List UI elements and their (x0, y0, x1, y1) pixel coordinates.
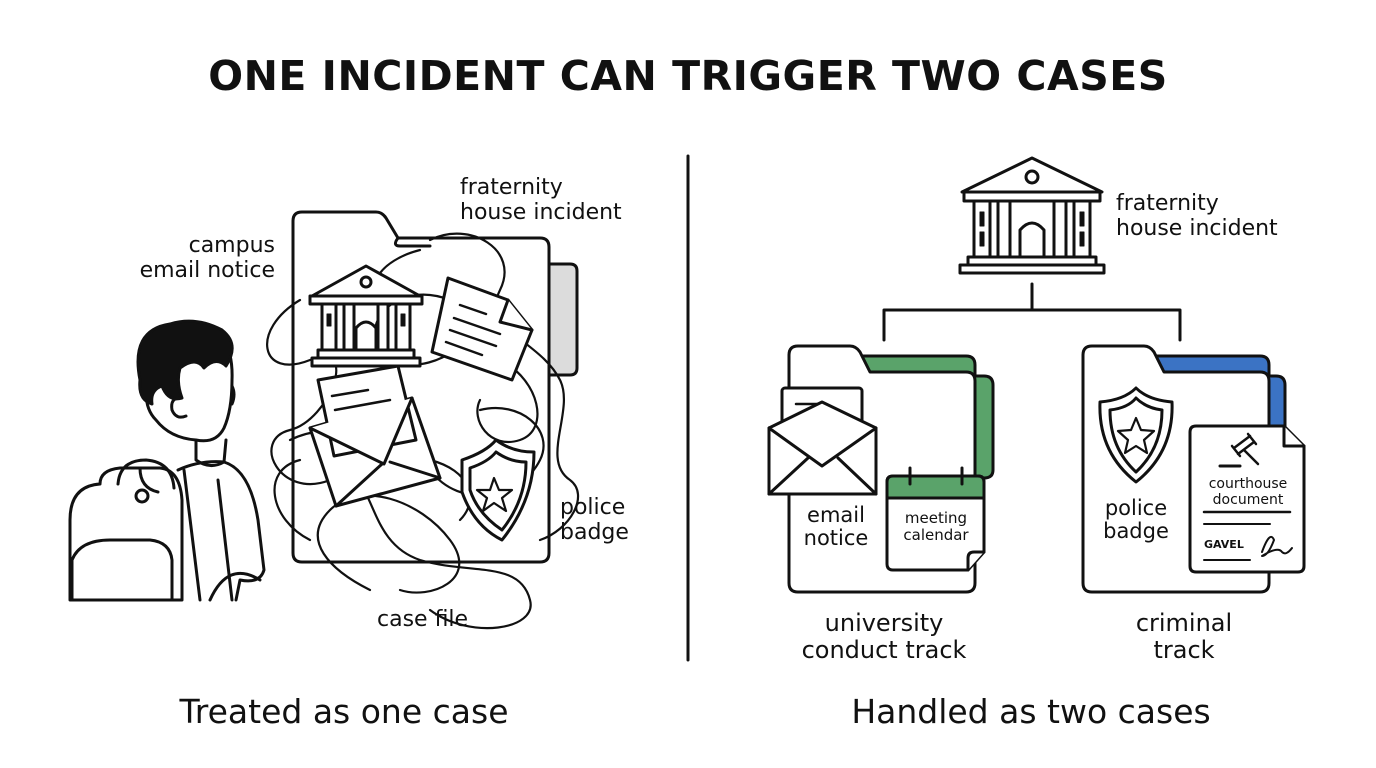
gavel-label: GAVEL (1204, 538, 1244, 551)
signature (1261, 536, 1293, 557)
meeting-calendar-label: meeting calendar (903, 509, 969, 544)
university-track-label: university conduct track (801, 609, 967, 664)
case-file-folder-flap (393, 236, 432, 248)
fraternity-label-right: fraternity house incident (1116, 191, 1278, 241)
email-envelope-icon (767, 386, 878, 496)
criminal-track-label: criminal track (1135, 609, 1233, 664)
left-caption: Treated as one case (179, 692, 509, 731)
email-notice-label: email notice (803, 503, 869, 550)
student-figure (68, 319, 266, 602)
police-badge-label-left: police badge (560, 495, 629, 545)
meeting-calendar-icon (885, 466, 986, 572)
case-file-label: case file (377, 607, 469, 632)
criminal-police-badge-icon (1098, 386, 1174, 484)
right-caption: Handled as two cases (851, 692, 1211, 731)
envelope-icon (308, 364, 442, 508)
campus-email-label: campus email notice (139, 233, 275, 283)
courthouse-document-icon (1188, 424, 1306, 574)
courthouse-document-label: courthouse document (1208, 476, 1288, 508)
document-icon (430, 276, 534, 382)
police-badge-label-right: police badge (1103, 496, 1169, 543)
page-title: ONE INCIDENT CAN TRIGGER TWO CASES (208, 52, 1168, 100)
fraternity-house-building-icon (958, 156, 1106, 275)
fraternity-label-left: fraternity house incident (460, 175, 622, 225)
police-badge-icon (460, 438, 536, 542)
courthouse-building-icon (308, 264, 424, 368)
branch-connector (882, 282, 1182, 342)
